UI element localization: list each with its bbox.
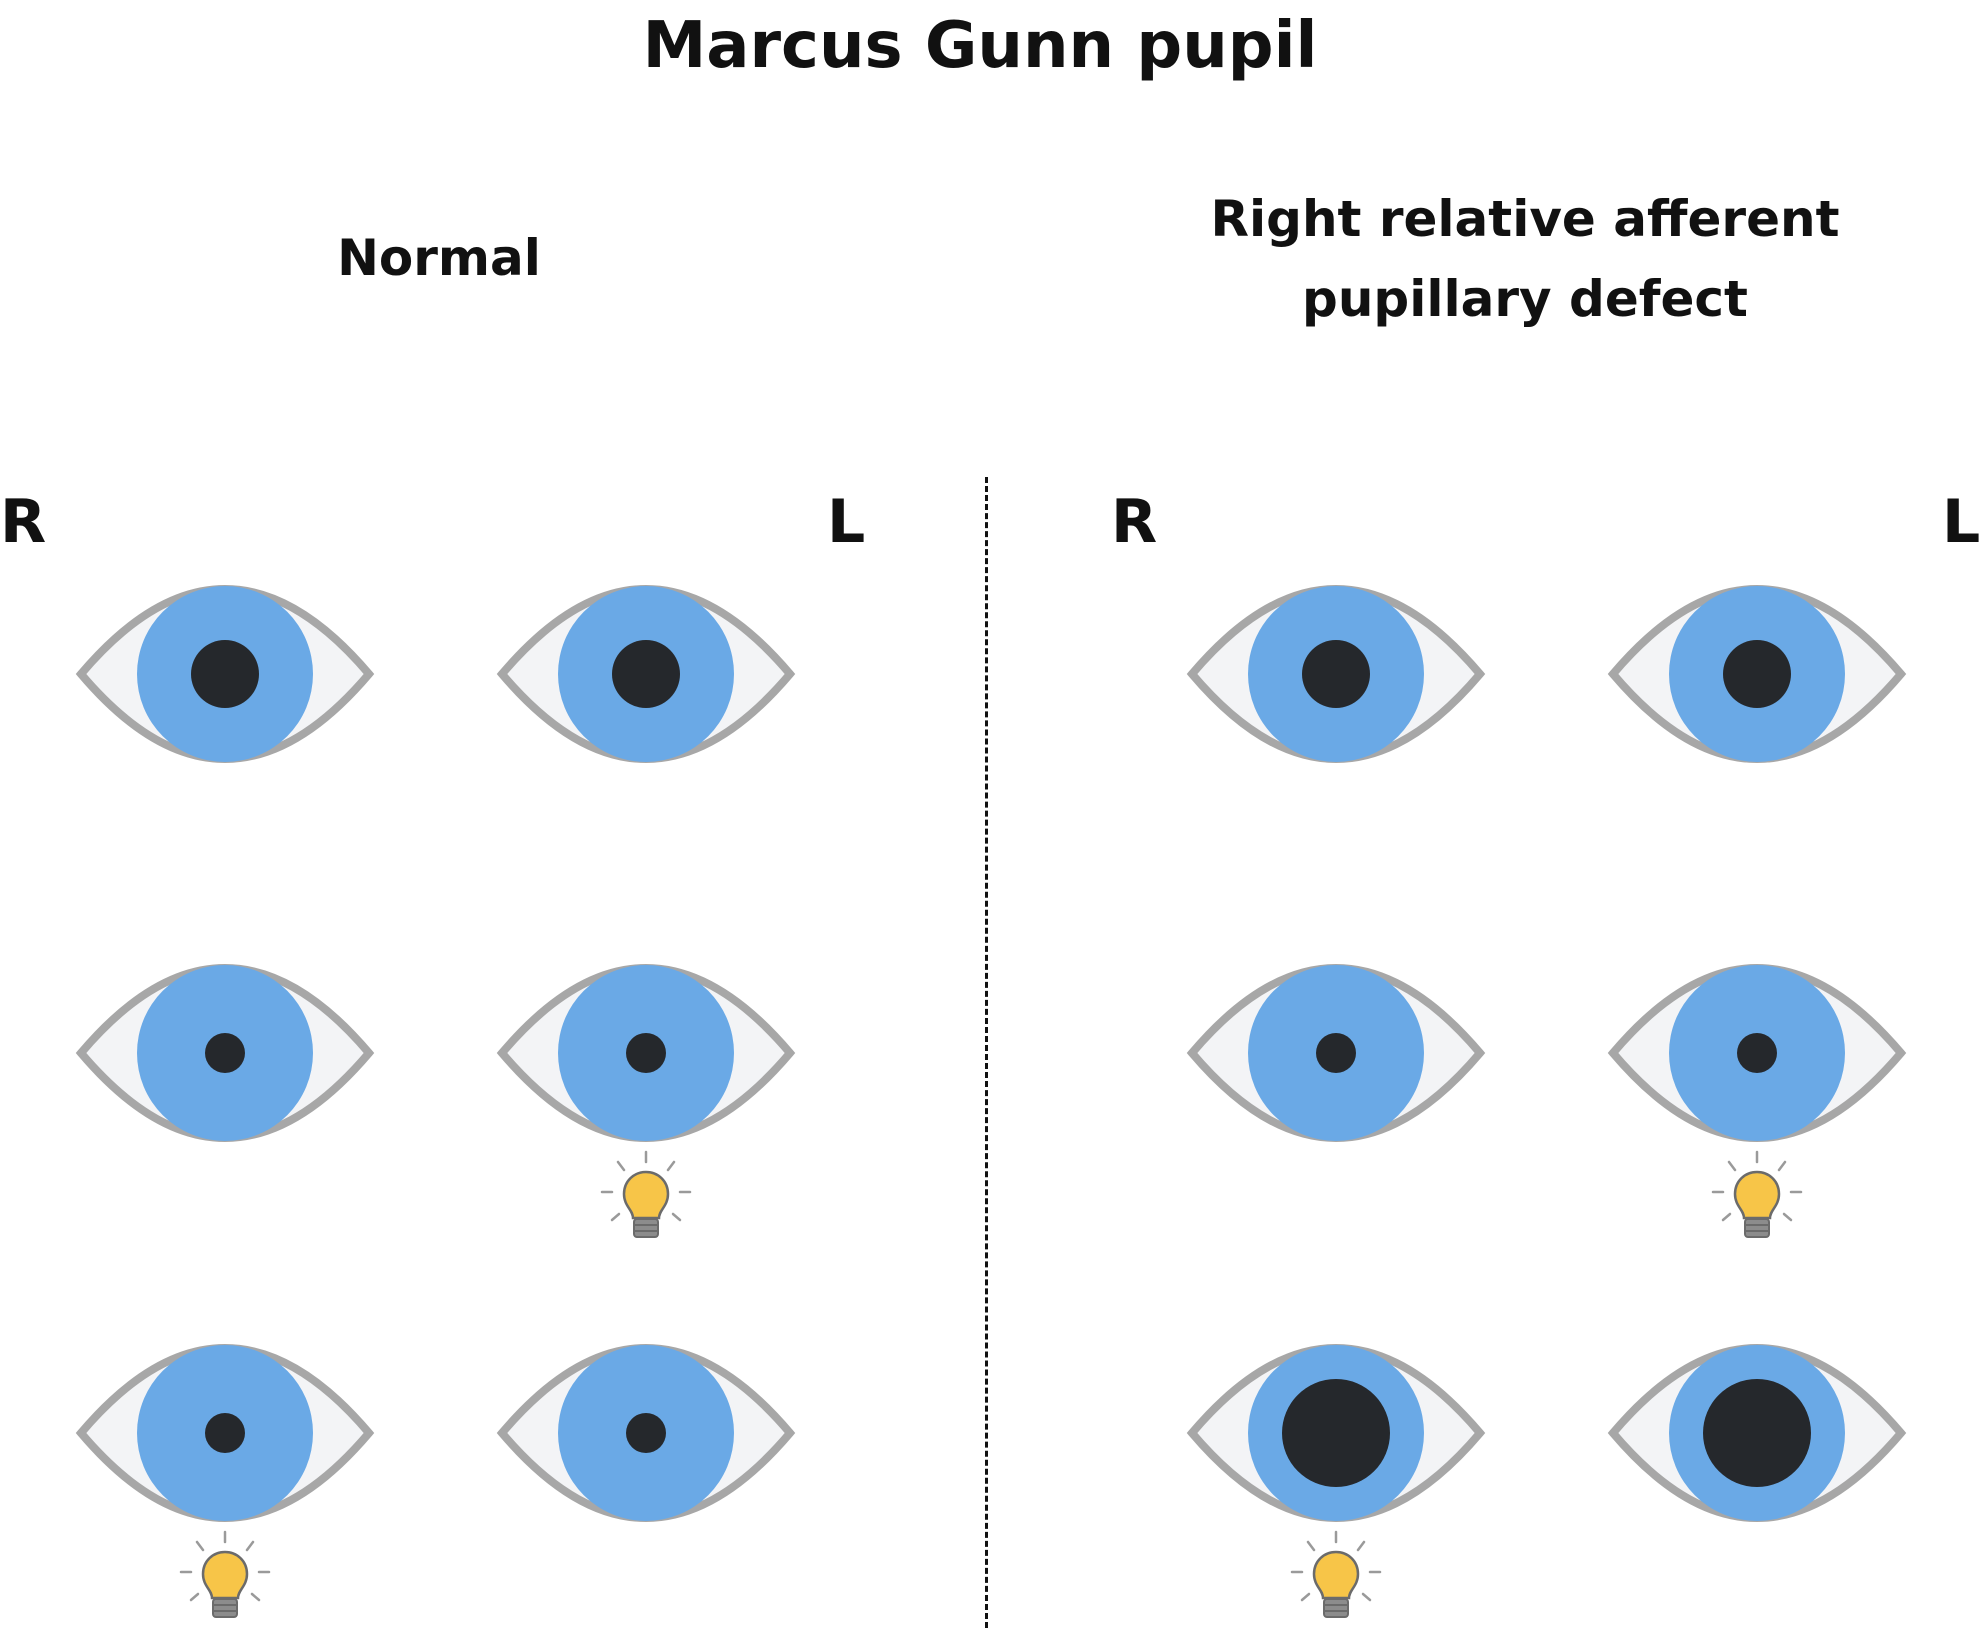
eye-icon-normal-row1-right [75,585,375,763]
pupil [1316,1033,1356,1073]
eye-icon-normal-row2-left [496,964,796,1142]
eye-icon-normal-row1-left [496,585,796,763]
pupil [612,640,680,708]
pupil [626,1413,666,1453]
page-title: Marcus Gunn pupil [642,9,1318,83]
eye-icon-rapd-row1-left [1607,585,1907,763]
pupil [1723,640,1791,708]
right-eye-label-rapd: R [1111,487,1158,557]
eye-icon-rapd-row2-left [1607,964,1907,1142]
light-bulb-icon-rapd-row2 [1711,1150,1803,1238]
left-eye-label-rapd: L [1942,487,1981,557]
pupil [626,1033,666,1073]
light-bulb-icon-rapd-row3 [1290,1530,1382,1618]
eye-icon-normal-row2-right [75,964,375,1142]
panel-title-normal: Normal [337,229,541,287]
panel-title-rapd: Right relative afferent pupillary defect [1210,190,1840,328]
light-bulb-icon-normal-row2 [600,1150,692,1238]
pupil [1703,1379,1811,1487]
eye-icon-rapd-row3-left [1607,1344,1907,1522]
eye-icon-rapd-row1-right [1186,585,1486,763]
pupil [205,1413,245,1453]
left-eye-label-normal: L [827,487,866,557]
eye-icon-normal-row3-right [75,1344,375,1522]
pupil [1302,640,1370,708]
pupil [1282,1379,1390,1487]
light-bulb-icon-normal-row3 [179,1530,271,1618]
pupil [191,640,259,708]
pupil [205,1033,245,1073]
right-eye-label-normal: R [0,487,47,557]
pupil [1737,1033,1777,1073]
eye-icon-normal-row3-left [496,1344,796,1522]
eye-icon-rapd-row3-right [1186,1344,1486,1522]
panel-divider [985,477,988,1628]
eye-icon-rapd-row2-right [1186,964,1486,1142]
